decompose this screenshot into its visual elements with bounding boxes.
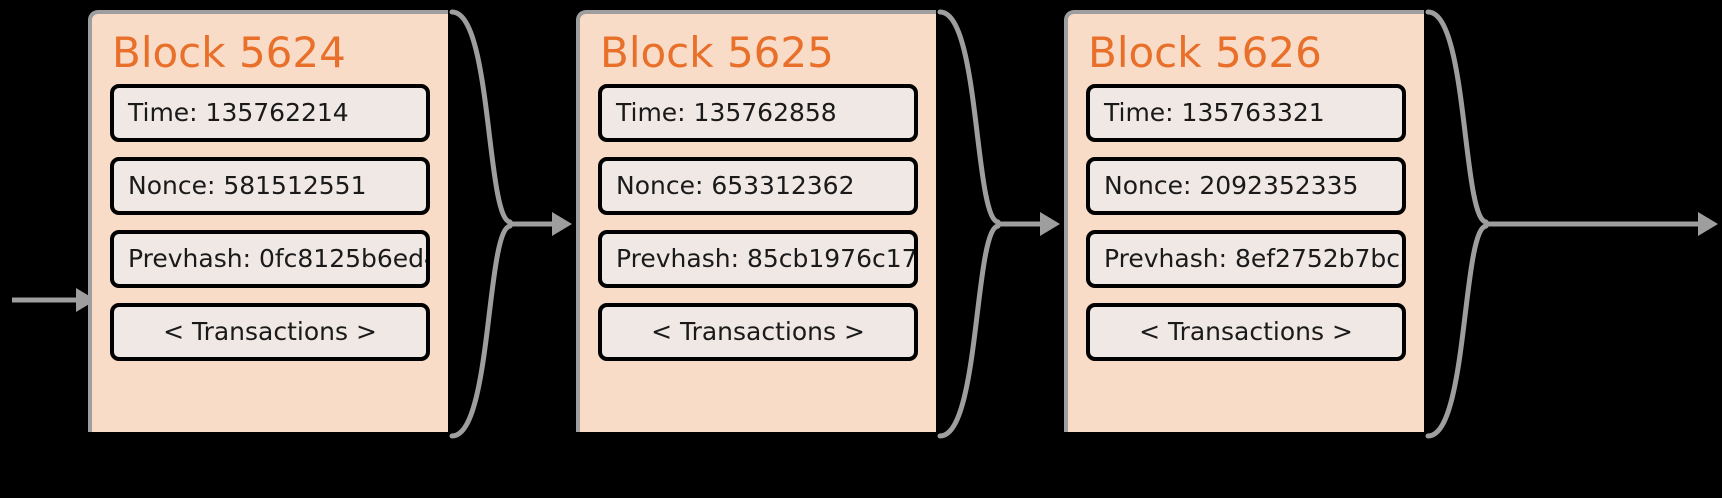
block-nonce-field: Nonce: 581512551 bbox=[110, 157, 430, 215]
block-transactions-field[interactable]: < Transactions > bbox=[1086, 303, 1406, 361]
block-prevhash-field: Prevhash: 85cb1976c171 bbox=[598, 230, 918, 288]
block-title: Block 5625 bbox=[600, 28, 834, 77]
chain-link-connector bbox=[449, 9, 572, 439]
block-card[interactable]: Block 5624 Time: 135762214 Nonce: 581512… bbox=[88, 10, 448, 432]
outgoing-chain-connector bbox=[1425, 9, 1718, 439]
block-prevhash-field: Prevhash: 0fc8125b6ed4 bbox=[110, 230, 430, 288]
block-time-field: Time: 135763321 bbox=[1086, 84, 1406, 142]
block-nonce-field: Nonce: 2092352335 bbox=[1086, 157, 1406, 215]
block-time-field: Time: 135762214 bbox=[110, 84, 430, 142]
block-card[interactable]: Block 5625 Time: 135762858 Nonce: 653312… bbox=[576, 10, 936, 432]
block-nonce-field: Nonce: 653312362 bbox=[598, 157, 918, 215]
chain-link-connector bbox=[937, 9, 1060, 439]
block-prevhash-field: Prevhash: 8ef2752b7bc3 bbox=[1086, 230, 1406, 288]
block-time-field: Time: 135762858 bbox=[598, 84, 918, 142]
incoming-chain-arrow bbox=[12, 288, 96, 312]
block-transactions-field[interactable]: < Transactions > bbox=[110, 303, 430, 361]
block-title: Block 5624 bbox=[112, 28, 346, 77]
block-card[interactable]: Block 5626 Time: 135763321 Nonce: 209235… bbox=[1064, 10, 1424, 432]
block-title: Block 5626 bbox=[1088, 28, 1322, 77]
block-transactions-field[interactable]: < Transactions > bbox=[598, 303, 918, 361]
